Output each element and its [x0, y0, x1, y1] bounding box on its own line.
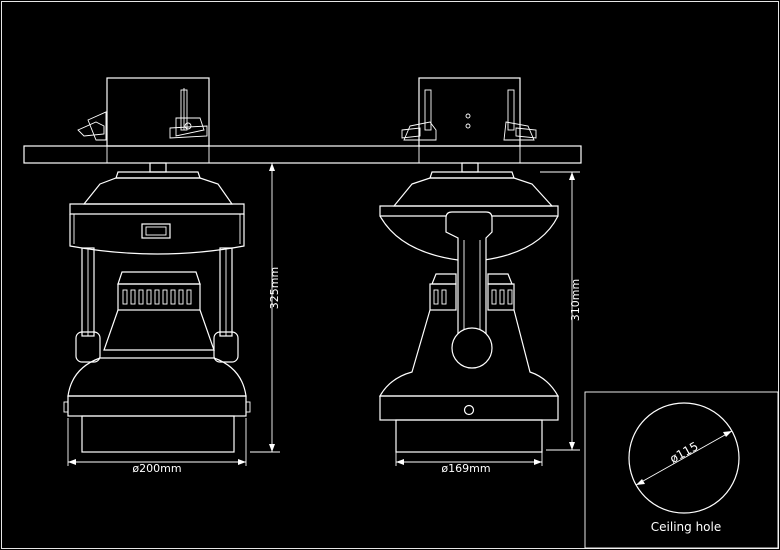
right-height-label: 310mm — [569, 279, 582, 321]
left-lens — [81, 415, 235, 453]
right-upper-housing — [392, 177, 554, 207]
left-dimensions — [67, 162, 280, 466]
left-pivot-left — [75, 331, 101, 363]
left-height-label: 325mm — [268, 267, 281, 309]
ceiling-board — [23, 145, 582, 164]
right-heatsink-left — [429, 283, 457, 311]
right-dimensions — [395, 171, 580, 466]
left-heatsink — [117, 283, 201, 311]
right-bowl — [379, 215, 559, 261]
left-bowl — [69, 214, 245, 255]
right-pivot-knob — [451, 327, 493, 369]
left-spring-clip — [169, 88, 208, 139]
right-clip-right — [503, 89, 537, 141]
left-width-label: ø200mm — [132, 462, 181, 475]
left-upper-housing — [82, 177, 234, 205]
right-lens — [395, 419, 543, 453]
right-width-label: ø169mm — [441, 462, 490, 475]
right-clip-left — [401, 89, 437, 141]
left-vents — [122, 289, 192, 305]
ceiling-hole-panel — [584, 391, 779, 549]
left-side-clip — [77, 121, 105, 137]
right-fixture — [378, 77, 560, 453]
right-trim-screw — [463, 404, 475, 416]
ceiling-hole-box — [584, 391, 779, 549]
left-lower-shell — [67, 357, 247, 397]
right-center-arm — [445, 211, 493, 341]
left-label-window — [141, 223, 171, 239]
right-trim-ring — [379, 395, 559, 421]
right-driver-box — [418, 77, 521, 147]
left-stem — [149, 162, 167, 173]
left-fixture — [63, 77, 251, 453]
right-stem — [461, 162, 479, 173]
right-heatsink-right — [487, 283, 515, 311]
ceiling-hole-circle — [628, 402, 740, 514]
left-driver-box — [106, 77, 210, 147]
ceiling-hole-caption: Ceiling hole — [651, 520, 721, 534]
left-pivot-right — [213, 331, 239, 363]
ceiling-hole-diameter-label: ø115 — [667, 439, 700, 466]
ceiling-hole-diameter-line — [635, 430, 733, 486]
left-trim-ring — [67, 395, 247, 417]
